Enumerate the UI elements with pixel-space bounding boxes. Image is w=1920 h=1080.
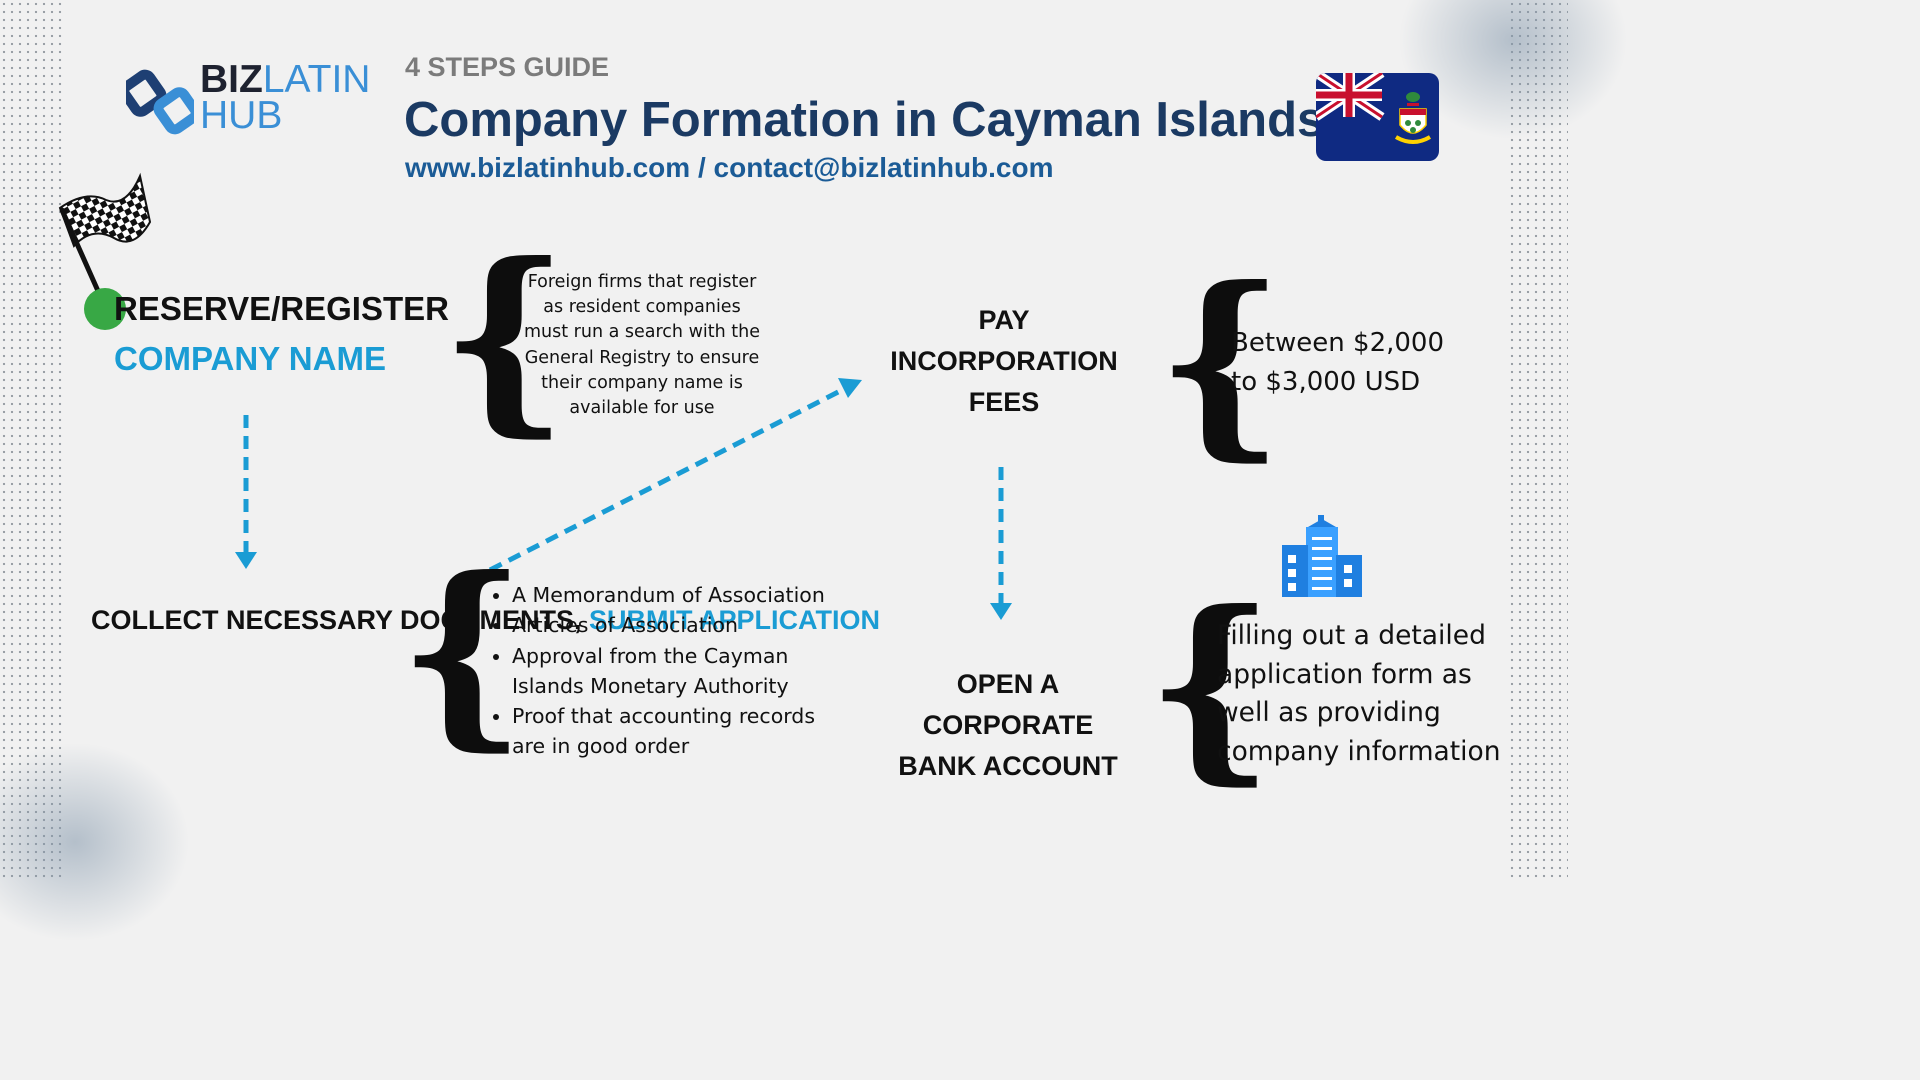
step4-title: OPEN A CORPORATE BANK ACCOUNT <box>898 669 1118 781</box>
step4-brace: { <box>1146 568 1275 803</box>
arrowhead-step3-to-step4 <box>990 603 1012 620</box>
step1-title-line2: COMPANY NAME <box>114 340 386 377</box>
logo-biz: BIZ <box>200 58 263 101</box>
corner-glow-bottom-left <box>0 742 190 942</box>
list-item: Proof that accounting records are in goo… <box>512 701 832 762</box>
arrowhead-step1-to-step2 <box>235 552 257 569</box>
step1-description: Foreign firms that register as resident … <box>523 272 760 419</box>
step2-title: COLLECT NECESSARY DOCUMENTS, SUBMIT APPL… <box>91 600 880 641</box>
step1-brace: { <box>440 220 569 455</box>
dot-pattern-right <box>1508 0 1568 882</box>
bizlatinhub-logo-text: BIZLATIN HUB <box>200 60 370 137</box>
logo-latin: LATIN <box>262 58 371 101</box>
step3-brace: { <box>1156 244 1285 479</box>
contact-line: www.bizlatinhub.com / contact@bizlatinhu… <box>405 152 1054 183</box>
steps-guide-label: 4 STEPS GUIDE <box>405 52 610 82</box>
step4-description: Filling out a detailed application form … <box>1217 620 1501 767</box>
step3-description: Between $2,000 to $3,000 USD <box>1231 328 1445 397</box>
start-marker-dot <box>84 288 126 330</box>
building-icon <box>1282 515 1362 597</box>
step1-title-line1: RESERVE/REGISTER <box>114 290 449 327</box>
step2-title-part1: COLLECT NECESSARY DOCUMENTS, <box>91 605 590 635</box>
bizlatinhub-logo-icon <box>126 69 194 135</box>
arrowhead-step2-to-step3 <box>838 378 862 398</box>
dot-pattern-left <box>0 0 62 882</box>
list-item: Approval from the Cayman Islands Monetar… <box>512 641 832 702</box>
logo-hub: HUB <box>200 94 283 137</box>
cayman-islands-flag-icon <box>1316 73 1439 161</box>
list-item: Articles of Association <box>512 610 832 640</box>
step2-brace: { <box>398 534 527 769</box>
page-title: Company Formation in Cayman Islands <box>404 93 1325 147</box>
checkered-flag-icon <box>58 172 152 302</box>
list-item: A Memorandum of Association <box>512 580 832 610</box>
step3-title: PAY INCORPORATION FEES <box>890 305 1118 417</box>
step2-title-part2: SUBMIT APPLICATION <box>589 605 881 635</box>
step2-document-list: A Memorandum of Association Articles of … <box>488 580 832 762</box>
